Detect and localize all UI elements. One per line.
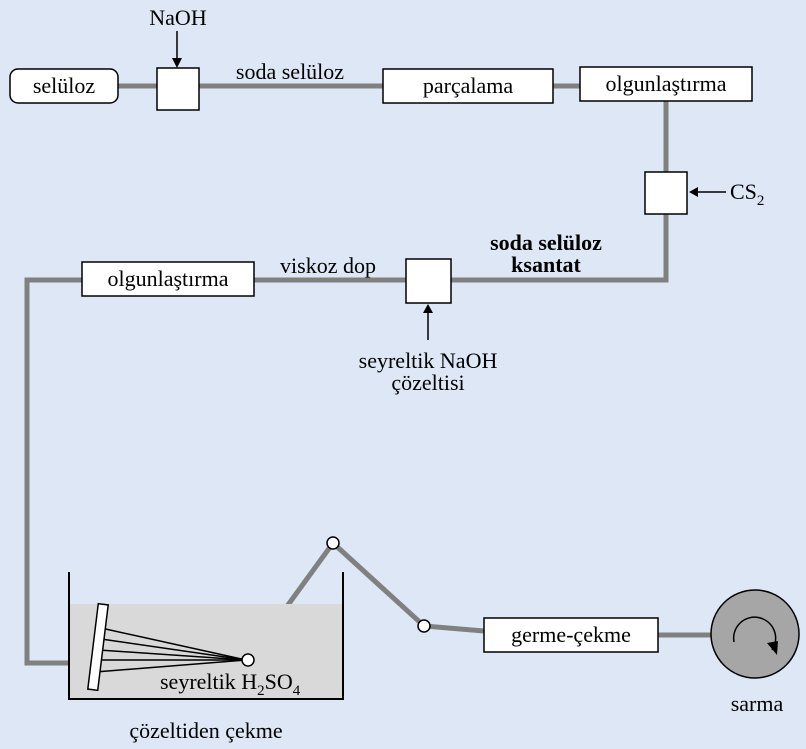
node-olgunlastirma-1-label: olgunlaştırma [606, 71, 727, 96]
bath-container [68, 572, 344, 700]
label-soda-seluloz-ksantat-1: soda selüloz [490, 230, 602, 255]
label-naoh: NaOH [149, 5, 207, 30]
arrowhead-cs2-icon [689, 187, 698, 197]
guide-roller-bath [241, 653, 255, 667]
rotation-arrowhead-icon [767, 641, 778, 655]
label-h2so4-sub1: 2 [257, 683, 265, 699]
node-olgunlastirma-1 [579, 66, 753, 102]
label-cozeltiden-cekme: çözeltiden çekme [129, 718, 282, 743]
mixer-naoh [156, 67, 200, 111]
arrowhead-naoh-dilute-icon [423, 304, 433, 313]
label-h2so4-sub2: 4 [293, 683, 301, 699]
line-olgun2-bath [24, 277, 90, 666]
guide-roller-bottom [417, 619, 431, 633]
spinneret-fibers [94, 627, 247, 673]
label-h2so4: seyreltik H2SO4 [160, 669, 301, 699]
line-mixer2-mixer3 [451, 214, 669, 283]
node-germe-cekme-label: germe-çekme [511, 622, 631, 647]
label-cs2-sub: 2 [757, 193, 765, 209]
node-parcalama-label: parçalama [423, 73, 514, 98]
label-soda-seluloz: soda selüloz [236, 59, 344, 84]
filament-path [245, 539, 485, 662]
label-h2so4-prefix: seyreltik H [160, 669, 257, 694]
label-seyreltik-naoh-1: seyreltik NaOH [359, 348, 498, 373]
process-lines [24, 83, 712, 666]
label-soda-seluloz-ksantat-2: ksantat [511, 252, 581, 277]
label-h2so4-mid: SO [265, 669, 293, 694]
node-germe-cekme [483, 617, 659, 653]
guide-roller-top [326, 536, 340, 550]
node-seluloz-label: selüloz [33, 73, 96, 98]
label-sarma: sarma [731, 691, 784, 716]
rotation-arrow-icon [732, 616, 777, 651]
label-viskoz-dop: viskoz dop [280, 253, 376, 278]
label-cs2: CS2 [730, 179, 764, 209]
take-up-reel [710, 589, 800, 679]
node-parcalama [382, 68, 554, 104]
spinneret [86, 602, 110, 692]
node-seluloz [9, 68, 119, 104]
mixer-cs2 [644, 171, 688, 215]
node-olgunlastirma-2-label: olgunlaştırma [108, 266, 229, 291]
label-cs2-main: CS [730, 179, 757, 204]
label-seyreltik-naoh-2: çözeltisi [391, 370, 464, 395]
node-olgunlastirma-2 [81, 261, 255, 297]
mixer-naoh-dilute [405, 258, 452, 304]
arrowhead-naoh-icon [172, 58, 182, 68]
